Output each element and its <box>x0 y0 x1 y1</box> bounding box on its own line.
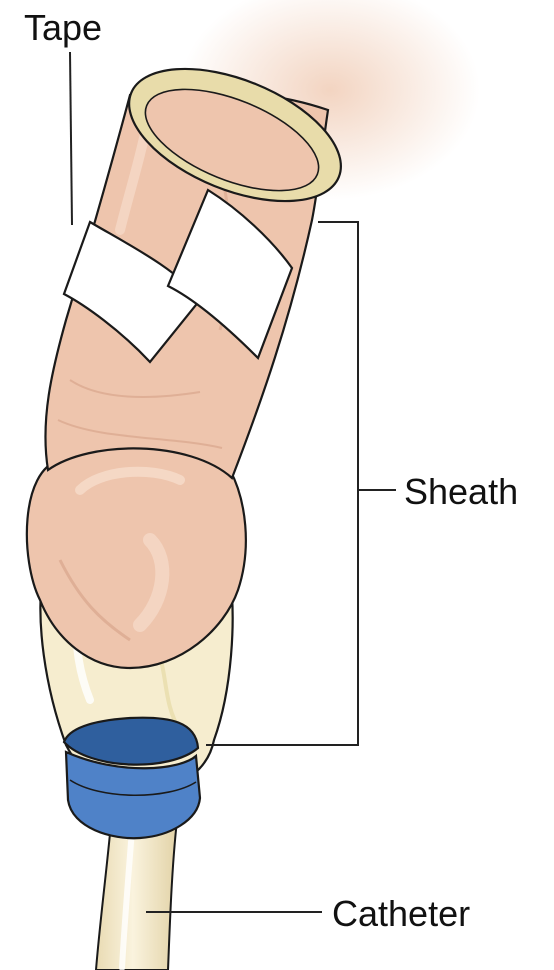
tape-leader-line <box>70 52 72 225</box>
connector-ring-icon <box>64 718 200 839</box>
catheter-label: Catheter <box>332 896 470 932</box>
sheath-label: Sheath <box>404 474 518 510</box>
tape-label: Tape <box>24 10 102 46</box>
